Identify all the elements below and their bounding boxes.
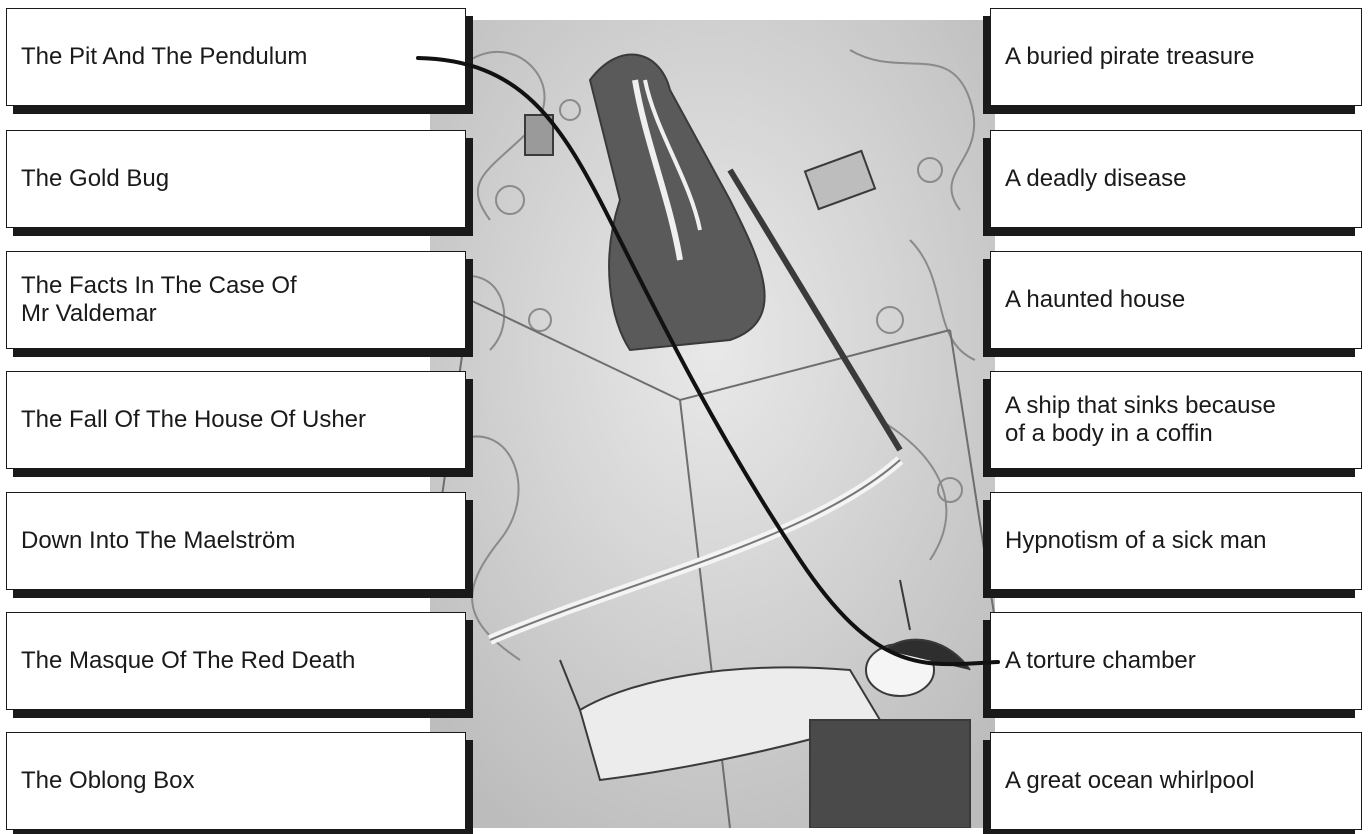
description-card-pirate-treasure[interactable]: A buried pirate treasure [990,8,1362,106]
story-label: The Gold Bug [21,165,169,193]
description-label: Hypnotism of a sick man [1005,527,1266,555]
description-card-haunted-house[interactable]: A haunted house [990,251,1362,349]
story-card-gold-bug[interactable]: The Gold Bug [6,130,466,228]
description-label: A torture chamber [1005,647,1196,675]
story-label: The Masque Of The Red Death [21,647,355,675]
story-label: The Oblong Box [21,767,194,795]
description-card-torture-chamber[interactable]: A torture chamber [990,612,1362,710]
story-card-house-of-usher[interactable]: The Fall Of The House Of Usher [6,371,466,469]
description-card-deadly-disease[interactable]: A deadly disease [990,130,1362,228]
story-label: The Fall Of The House Of Usher [21,406,366,434]
description-label: A ship that sinks because of a body in a… [1005,392,1276,448]
story-card-pit-and-pendulum[interactable]: The Pit And The Pendulum [6,8,466,106]
story-card-mr-valdemar[interactable]: The Facts In The Case Of Mr Valdemar [6,251,466,349]
description-label: A buried pirate treasure [1005,43,1254,71]
pendulum-illustration [430,20,995,828]
description-label: A deadly disease [1005,165,1186,193]
story-card-oblong-box[interactable]: The Oblong Box [6,732,466,830]
story-card-maelstrom[interactable]: Down Into The Maelström [6,492,466,590]
story-card-red-death[interactable]: The Masque Of The Red Death [6,612,466,710]
description-label: A haunted house [1005,286,1185,314]
description-card-sinking-ship[interactable]: A ship that sinks because of a body in a… [990,371,1362,469]
description-label: A great ocean whirlpool [1005,767,1255,795]
illustration-art [430,20,995,828]
description-card-ocean-whirlpool[interactable]: A great ocean whirlpool [990,732,1362,830]
story-label: Down Into The Maelström [21,527,295,555]
description-card-hypnotism[interactable]: Hypnotism of a sick man [990,492,1362,590]
story-label: The Pit And The Pendulum [21,43,307,71]
story-label: The Facts In The Case Of Mr Valdemar [21,272,297,328]
